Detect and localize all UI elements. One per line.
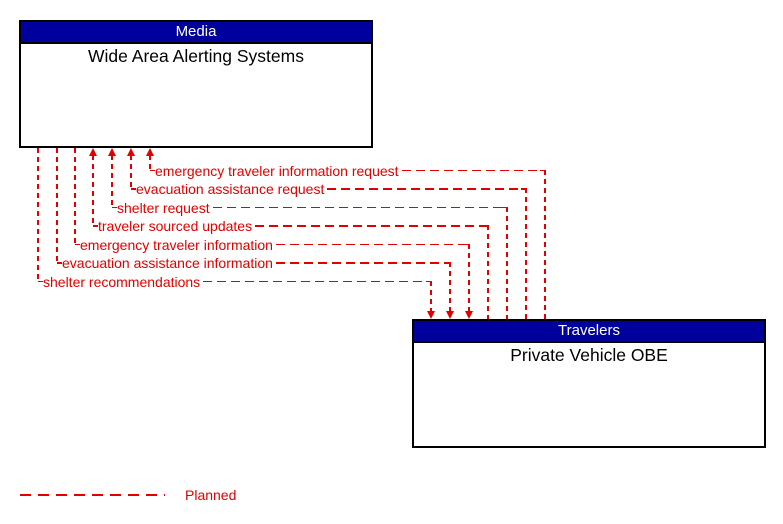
legend-planned-line-sample xyxy=(20,494,165,496)
flow-label[interactable]: shelter request xyxy=(117,199,210,216)
entity-category-header: Media xyxy=(21,22,371,44)
flow-line-vertical xyxy=(544,169,546,319)
flow-line-vertical xyxy=(468,243,470,312)
flow-line-horizontal xyxy=(327,188,527,190)
flow-line-vertical xyxy=(74,148,76,246)
flow-line-horizontal xyxy=(275,243,470,246)
flow-corner xyxy=(93,225,98,227)
flow-line-vertical xyxy=(130,155,132,190)
flow-label[interactable]: evacuation assistance request xyxy=(136,181,325,197)
flow-arrowhead-up xyxy=(145,148,154,156)
flow-row: shelter recommendations xyxy=(43,273,432,291)
flow-line-vertical xyxy=(111,155,113,209)
flow-corner xyxy=(112,206,117,209)
flow-line-horizontal xyxy=(203,280,432,283)
flow-line-vertical xyxy=(449,262,451,312)
flow-line-vertical xyxy=(92,155,94,227)
flow-label[interactable]: emergency traveler information xyxy=(80,236,273,253)
flow-line-horizontal xyxy=(401,169,546,172)
flow-corner xyxy=(426,280,432,283)
flow-label[interactable]: evacuation assistance information xyxy=(62,255,273,271)
flow-arrowhead-down xyxy=(464,311,473,319)
flow-corner xyxy=(464,243,470,246)
flow-line-vertical xyxy=(525,188,527,319)
entity-category-header: Travelers xyxy=(414,321,764,343)
flow-line-horizontal xyxy=(275,262,451,264)
flow-row: traveler sourced updates xyxy=(98,217,489,235)
flow-corner xyxy=(502,206,508,209)
flow-arrowhead-down xyxy=(445,311,454,319)
flow-row: evacuation assistance information xyxy=(62,254,451,272)
flow-row: shelter request xyxy=(117,199,508,217)
flow-label[interactable]: traveler sourced updates xyxy=(98,218,253,234)
flow-arrowhead-up xyxy=(126,148,135,156)
flow-row: evacuation assistance request xyxy=(136,180,527,198)
flow-label[interactable]: shelter recommendations xyxy=(43,273,201,290)
flow-line-vertical xyxy=(37,148,39,283)
flow-line-horizontal xyxy=(255,225,489,227)
flow-corner xyxy=(483,225,489,227)
flow-line-vertical xyxy=(487,225,489,319)
flow-row: emergency traveler information request xyxy=(155,162,546,180)
flow-line-vertical xyxy=(56,148,58,264)
flow-corner xyxy=(38,280,43,283)
flow-corner xyxy=(521,188,527,190)
flow-line-horizontal xyxy=(212,206,508,209)
flow-corner xyxy=(445,262,451,264)
entity-name: Wide Area Alerting Systems xyxy=(88,46,304,66)
flow-label[interactable]: emergency traveler information request xyxy=(155,162,399,179)
flow-corner xyxy=(150,169,155,172)
flow-row: emergency traveler information xyxy=(80,236,470,254)
flow-arrowhead-up xyxy=(88,148,97,156)
flow-corner xyxy=(131,188,136,190)
flow-line-vertical xyxy=(149,155,151,172)
flow-line-vertical xyxy=(430,280,432,312)
flow-corner xyxy=(540,169,546,172)
legend-label-planned: Planned xyxy=(185,487,237,503)
flow-arrowhead-up xyxy=(107,148,116,156)
flow-corner xyxy=(75,243,80,246)
entity-box-private-vehicle-obe[interactable]: Travelers Private Vehicle OBE xyxy=(412,319,766,448)
flow-arrowhead-down xyxy=(426,311,435,319)
flow-corner xyxy=(57,262,62,264)
flow-line-vertical xyxy=(506,206,508,319)
entity-box-wide-area-alerting-systems[interactable]: Media Wide Area Alerting Systems xyxy=(19,20,373,148)
entity-name: Private Vehicle OBE xyxy=(510,345,668,365)
